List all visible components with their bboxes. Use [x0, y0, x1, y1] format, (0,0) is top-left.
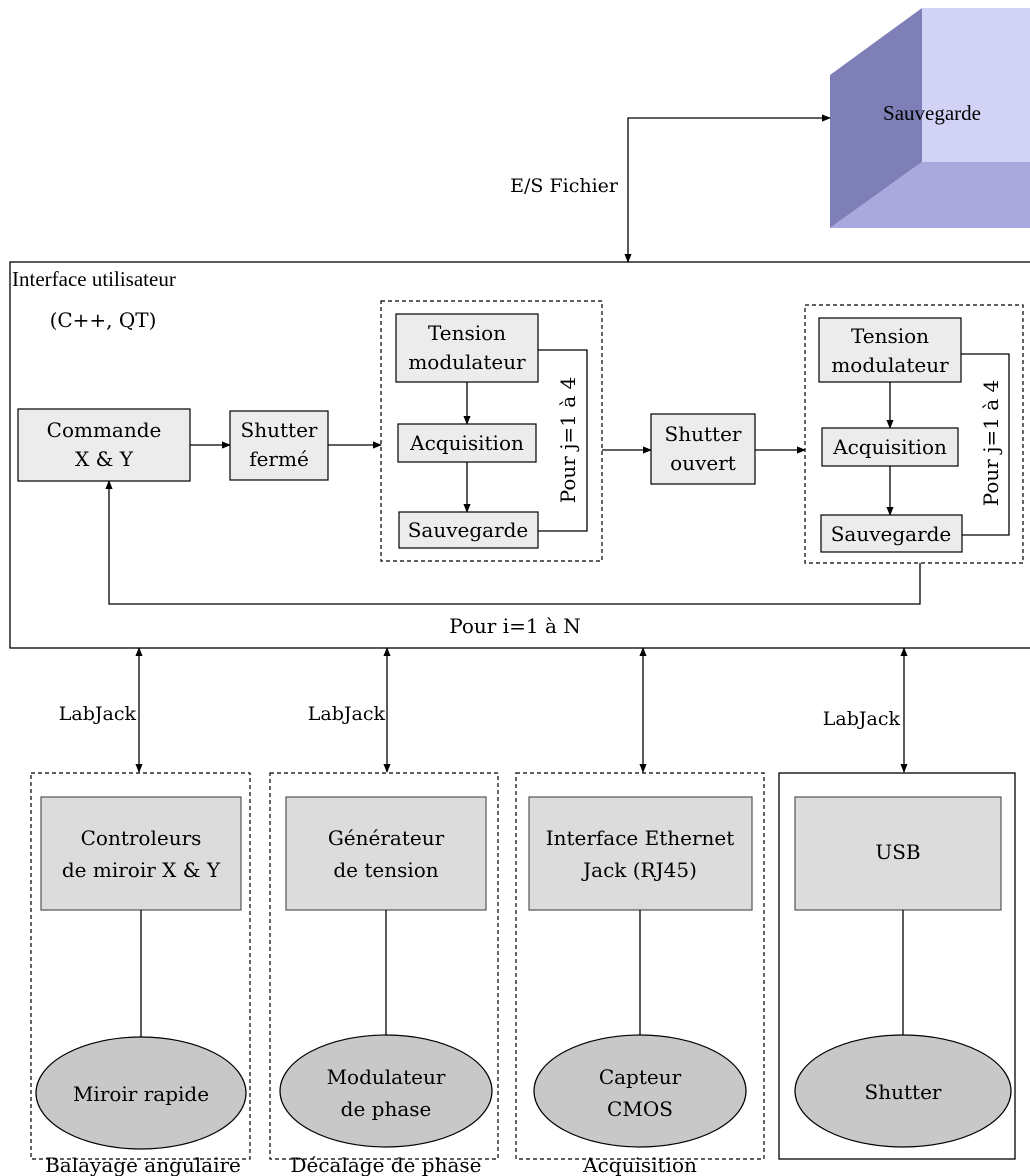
caption-acquisition: Acquisition: [582, 1153, 697, 1176]
ui-title: Interface utilisateur: [12, 267, 176, 291]
svg-text:Générateur: Générateur: [328, 826, 445, 850]
inner-loop-b: Tension modulateur Acquisition Sauvegard…: [804, 304, 1024, 564]
svg-text:Commande: Commande: [47, 418, 162, 442]
save-box-a: [398, 511, 539, 549]
outer-loop-label: Pour i=1 à N: [449, 614, 581, 638]
voltage-generator-box: [285, 796, 487, 911]
svg-text:Shutter: Shutter: [665, 422, 742, 446]
loop-b-label: Pour j=1 à 4: [979, 380, 1003, 507]
cmos-sensor-ellipse: [533, 1034, 747, 1148]
svg-text:Jack (RJ45): Jack (RJ45): [581, 858, 697, 882]
svg-text:Controleurs: Controleurs: [81, 826, 202, 850]
shutter-closed-box: Shutter fermé: [229, 410, 329, 481]
module-shutter: USB Shutter: [778, 772, 1016, 1160]
svg-text:modulateur: modulateur: [408, 350, 526, 374]
storage-cube: Sauvegarde: [830, 8, 1030, 228]
save-box-b: [820, 514, 963, 553]
svg-text:X & Y: X & Y: [75, 447, 134, 471]
user-interface-frame: [9, 261, 1030, 649]
phase-modulator-ellipse: [279, 1034, 493, 1148]
svg-text:de miroir X & Y: de miroir X & Y: [62, 858, 221, 882]
loop-a-label: Pour j=1 à 4: [556, 377, 580, 504]
fast-mirror-ellipse: [35, 1036, 247, 1150]
svg-text:Sauvegarde: Sauvegarde: [408, 518, 529, 542]
file-io-label: E/S Fichier: [510, 175, 619, 197]
shutter-open-box: Shutter ouvert: [650, 413, 756, 485]
link-scan-label: LabJack: [59, 703, 137, 725]
svg-text:Modulateur: Modulateur: [327, 1065, 446, 1089]
svg-text:Miroir rapide: Miroir rapide: [73, 1082, 209, 1106]
svg-text:Shutter: Shutter: [865, 1080, 942, 1104]
outer-loop-arrow: [105, 480, 921, 605]
module-acquisition: Interface Ethernet Jack (RJ45) Capteur C…: [515, 772, 765, 1160]
svg-text:fermé: fermé: [249, 447, 309, 471]
inner-loop-a: Tension modulateur Acquisition Sauvegard…: [380, 300, 603, 562]
svg-text:de tension: de tension: [333, 858, 438, 882]
mirror-controller-box: [40, 796, 242, 911]
svg-text:USB: USB: [875, 840, 920, 864]
svg-text:Shutter: Shutter: [241, 418, 318, 442]
svg-text:ouvert: ouvert: [670, 451, 736, 475]
link-shutter-label: LabJack: [823, 708, 901, 730]
svg-text:Acquisition: Acquisition: [409, 431, 524, 455]
svg-text:Interface Ethernet: Interface Ethernet: [546, 826, 735, 850]
ethernet-interface-box: [528, 796, 753, 911]
command-xy-box: Commande X & Y: [17, 408, 191, 482]
tension-box-a: [395, 313, 539, 383]
cube-right-face: [922, 8, 1030, 162]
tension-box-b: [818, 317, 962, 383]
cube-front-face: [830, 8, 922, 228]
caption-phase-shift: Décalage de phase: [290, 1153, 481, 1176]
svg-text:Tension: Tension: [851, 324, 929, 348]
caption-angular-scan: Balayage angulaire: [45, 1153, 241, 1176]
svg-text:Sauvegarde: Sauvegarde: [831, 522, 952, 546]
svg-text:Capteur: Capteur: [599, 1065, 682, 1089]
shutter-ellipse: [794, 1034, 1012, 1148]
usb-box: [794, 796, 1002, 911]
ui-subtitle: (C++, QT): [50, 308, 157, 332]
svg-text:CMOS: CMOS: [607, 1097, 673, 1121]
file-io-arrow: [624, 114, 831, 263]
storage-label: Sauvegarde: [883, 101, 981, 125]
module-angular-scan: Controleurs de miroir X & Y Miroir rapid…: [30, 772, 251, 1160]
svg-text:de phase: de phase: [341, 1097, 432, 1121]
svg-text:Tension: Tension: [428, 321, 506, 345]
svg-text:modulateur: modulateur: [831, 353, 949, 377]
link-phase-label: LabJack: [308, 703, 386, 725]
acquisition-box-a: [397, 423, 537, 463]
cube-bottom-face: [830, 162, 1030, 228]
module-phase-shift: Générateur de tension Modulateur de phas…: [269, 772, 499, 1160]
svg-text:Acquisition: Acquisition: [832, 435, 947, 459]
